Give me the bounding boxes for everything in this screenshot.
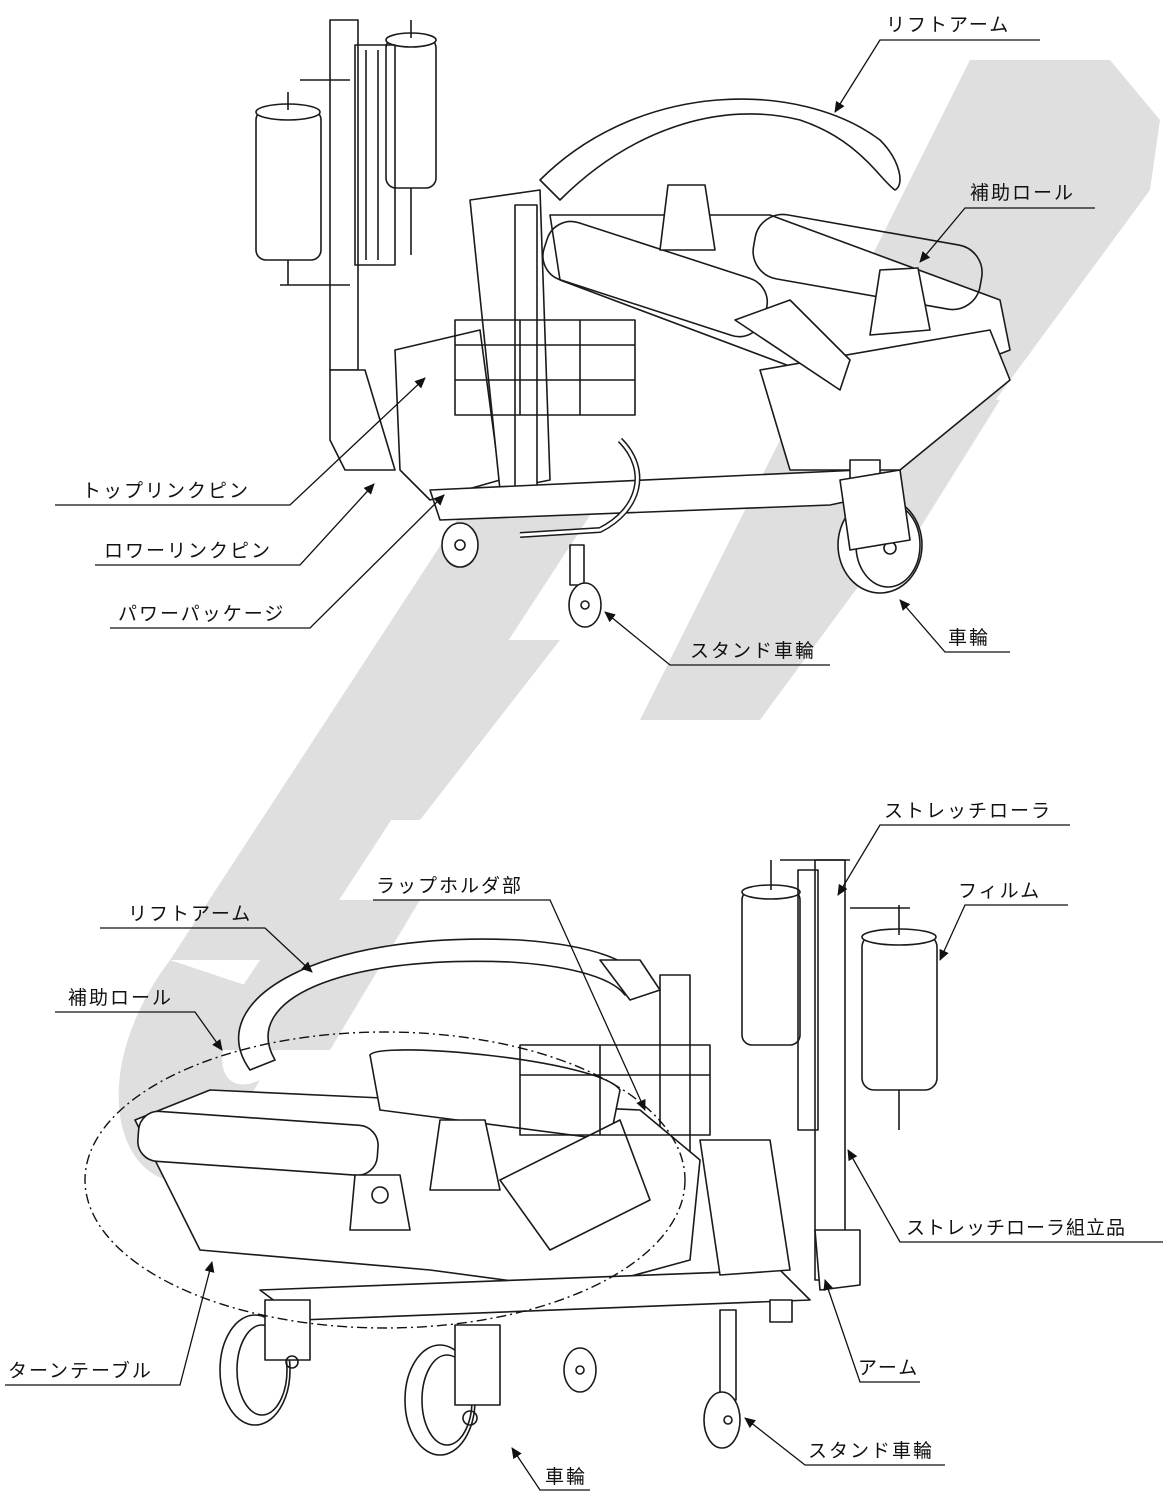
label-stretch-roller: ストレッチローラ: [884, 800, 1053, 822]
turntable-outline: [84, 1031, 686, 1329]
label-top-aux-roll: 補助ロール: [970, 182, 1076, 204]
label-top-wheel: 車輪: [948, 627, 991, 649]
top-leader-lines: [55, 39, 1095, 666]
label-bottom-stand-wheel: スタンド車輪: [808, 1440, 935, 1462]
label-stretch-roller-assy: ストレッチローラ組立品: [906, 1217, 1127, 1239]
top-machine-illustration: [255, 19, 1011, 628]
label-lower-link-pin: ロワーリンクピン: [104, 540, 273, 562]
label-bottom-lift-arm: リフトアーム: [128, 903, 253, 925]
label-film: フィルム: [958, 880, 1042, 902]
bottom-machine-illustration: [134, 859, 938, 1456]
label-bottom-aux-roll: 補助ロール: [68, 987, 174, 1009]
bottom-leader-lines: [5, 824, 1163, 1491]
label-top-link-pin: トップリンクピン: [82, 480, 251, 502]
label-power-package: パワーパッケージ: [118, 603, 286, 625]
label-top-stand-wheel: スタンド車輪: [690, 640, 817, 662]
label-bottom-wheel: 車輪: [545, 1466, 588, 1488]
label-top-lift-arm: リフトアーム: [886, 14, 1011, 36]
label-turntable: ターンテーブル: [8, 1360, 153, 1382]
label-wrap-holder: ラップホルダ部: [376, 875, 524, 897]
label-arm: アーム: [858, 1357, 920, 1379]
